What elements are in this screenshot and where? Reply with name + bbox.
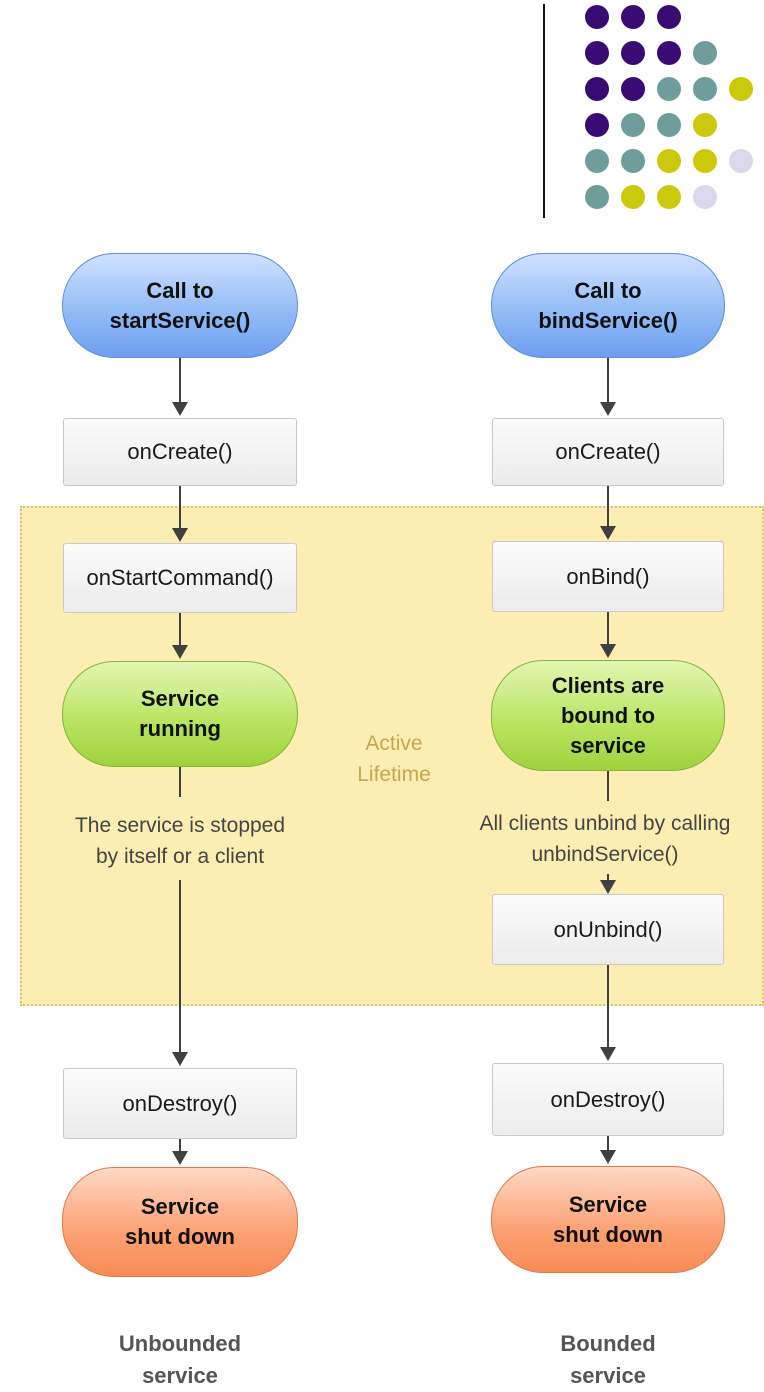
active-lifetime-label-line2: Lifetime bbox=[357, 763, 431, 786]
arrow-head bbox=[600, 526, 616, 540]
decorative-dot bbox=[621, 41, 645, 65]
decorative-dot bbox=[621, 5, 645, 29]
arrow-head bbox=[600, 880, 616, 894]
decorative-dot bbox=[585, 41, 609, 65]
decorative-dot bbox=[729, 149, 753, 173]
active-lifetime-label: Active Lifetime bbox=[340, 728, 448, 790]
unbounded-caption-line2: service bbox=[142, 1363, 218, 1388]
decorative-dot bbox=[585, 185, 609, 209]
decorative-dot bbox=[585, 77, 609, 101]
decorative-dot bbox=[585, 149, 609, 173]
bounded-service-caption: Bounded service bbox=[490, 1328, 726, 1392]
clients-bound-node: Clients are bound to service bbox=[491, 660, 725, 771]
decorative-divider bbox=[543, 4, 545, 218]
decorative-dot bbox=[657, 185, 681, 209]
arrow-head bbox=[172, 1151, 188, 1165]
service-running-line1: Service bbox=[140, 686, 220, 711]
service-stopped-note: The service is stopped by itself or a cl… bbox=[40, 810, 320, 872]
decorative-dot bbox=[621, 113, 645, 137]
service-running-line2: running bbox=[139, 716, 221, 741]
arrow-head bbox=[172, 528, 188, 542]
arrow-head bbox=[600, 402, 616, 416]
service-stopped-note-line1: The service is stopped bbox=[74, 814, 286, 837]
connector-line bbox=[607, 1136, 609, 1152]
call-bind-service-line2: bindService() bbox=[538, 307, 678, 333]
decorative-dot bbox=[621, 149, 645, 173]
decorative-dot bbox=[657, 113, 681, 137]
decorative-dot bbox=[693, 41, 717, 65]
on-create-box-unbounded: onCreate() bbox=[63, 418, 297, 486]
connector-line bbox=[607, 874, 609, 882]
decorative-dot bbox=[621, 185, 645, 209]
arrow-head bbox=[172, 645, 188, 659]
decorative-dot bbox=[693, 113, 717, 137]
connector-line bbox=[607, 612, 609, 646]
connector-line bbox=[179, 880, 181, 1054]
decorative-dot bbox=[657, 77, 681, 101]
arrow-head bbox=[600, 1047, 616, 1061]
connector-line bbox=[179, 613, 181, 647]
service-shutdown-node-bounded: Service shut down bbox=[491, 1166, 725, 1273]
unbounded-caption-line1: Unbounded bbox=[118, 1331, 242, 1356]
connector-line bbox=[607, 771, 609, 801]
connector-line bbox=[179, 486, 181, 530]
clients-unbind-note-line1: All clients unbind by calling bbox=[479, 812, 731, 835]
decorative-dot bbox=[657, 41, 681, 65]
clients-bound-line3: service bbox=[570, 732, 646, 758]
on-create-box-bounded: onCreate() bbox=[492, 418, 724, 486]
on-bind-box: onBind() bbox=[492, 541, 724, 612]
arrow-head bbox=[600, 644, 616, 658]
connector-line bbox=[179, 1139, 181, 1153]
decorative-dot-pattern bbox=[575, 0, 764, 219]
unbounded-service-caption: Unbounded service bbox=[60, 1328, 300, 1392]
service-shutdown-bounded-line2: shut down bbox=[553, 1221, 663, 1247]
arrow-head bbox=[172, 402, 188, 416]
decorative-dot bbox=[621, 77, 645, 101]
decorative-dot bbox=[729, 77, 753, 101]
decorative-dot bbox=[693, 77, 717, 101]
decorative-dot bbox=[585, 5, 609, 29]
service-stopped-note-line2: by itself or a client bbox=[95, 845, 265, 868]
decorative-dot bbox=[585, 113, 609, 137]
decorative-dot bbox=[693, 149, 717, 173]
call-start-service-line1: Call to bbox=[146, 277, 214, 303]
call-bind-service-line1: Call to bbox=[574, 277, 642, 303]
bounded-caption-line1: Bounded bbox=[560, 1331, 656, 1356]
arrow-head bbox=[600, 1150, 616, 1164]
service-shutdown-node-unbounded: Service shut down bbox=[62, 1167, 298, 1277]
connector-line bbox=[607, 358, 609, 404]
connector-line bbox=[179, 358, 181, 404]
clients-bound-line1: Clients are bbox=[551, 672, 665, 698]
bounded-caption-line2: service bbox=[570, 1363, 646, 1388]
decorative-dot bbox=[657, 149, 681, 173]
clients-unbind-note-line2: unbindService() bbox=[531, 843, 679, 866]
service-running-node: Service running bbox=[62, 661, 298, 767]
call-bind-service-node: Call to bindService() bbox=[491, 253, 725, 358]
on-destroy-box-bounded: onDestroy() bbox=[492, 1063, 724, 1136]
call-start-service-line2: startService() bbox=[109, 307, 251, 333]
call-start-service-node: Call to startService() bbox=[62, 253, 298, 358]
decorative-dot bbox=[657, 5, 681, 29]
connector-line bbox=[179, 767, 181, 797]
on-unbind-box: onUnbind() bbox=[492, 894, 724, 965]
on-start-command-box: onStartCommand() bbox=[63, 543, 297, 613]
connector-line bbox=[607, 486, 609, 528]
active-lifetime-label-line1: Active bbox=[365, 732, 423, 755]
on-destroy-box-unbounded: onDestroy() bbox=[63, 1068, 297, 1139]
clients-bound-line2: bound to bbox=[560, 702, 656, 728]
service-shutdown-line1: Service bbox=[140, 1194, 220, 1219]
arrow-head bbox=[172, 1052, 188, 1066]
service-shutdown-bounded-line1: Service bbox=[568, 1191, 648, 1217]
service-shutdown-line2: shut down bbox=[125, 1224, 235, 1249]
decorative-dot bbox=[693, 185, 717, 209]
connector-line bbox=[607, 965, 609, 1049]
clients-unbind-note: All clients unbind by calling unbindServ… bbox=[446, 808, 764, 870]
